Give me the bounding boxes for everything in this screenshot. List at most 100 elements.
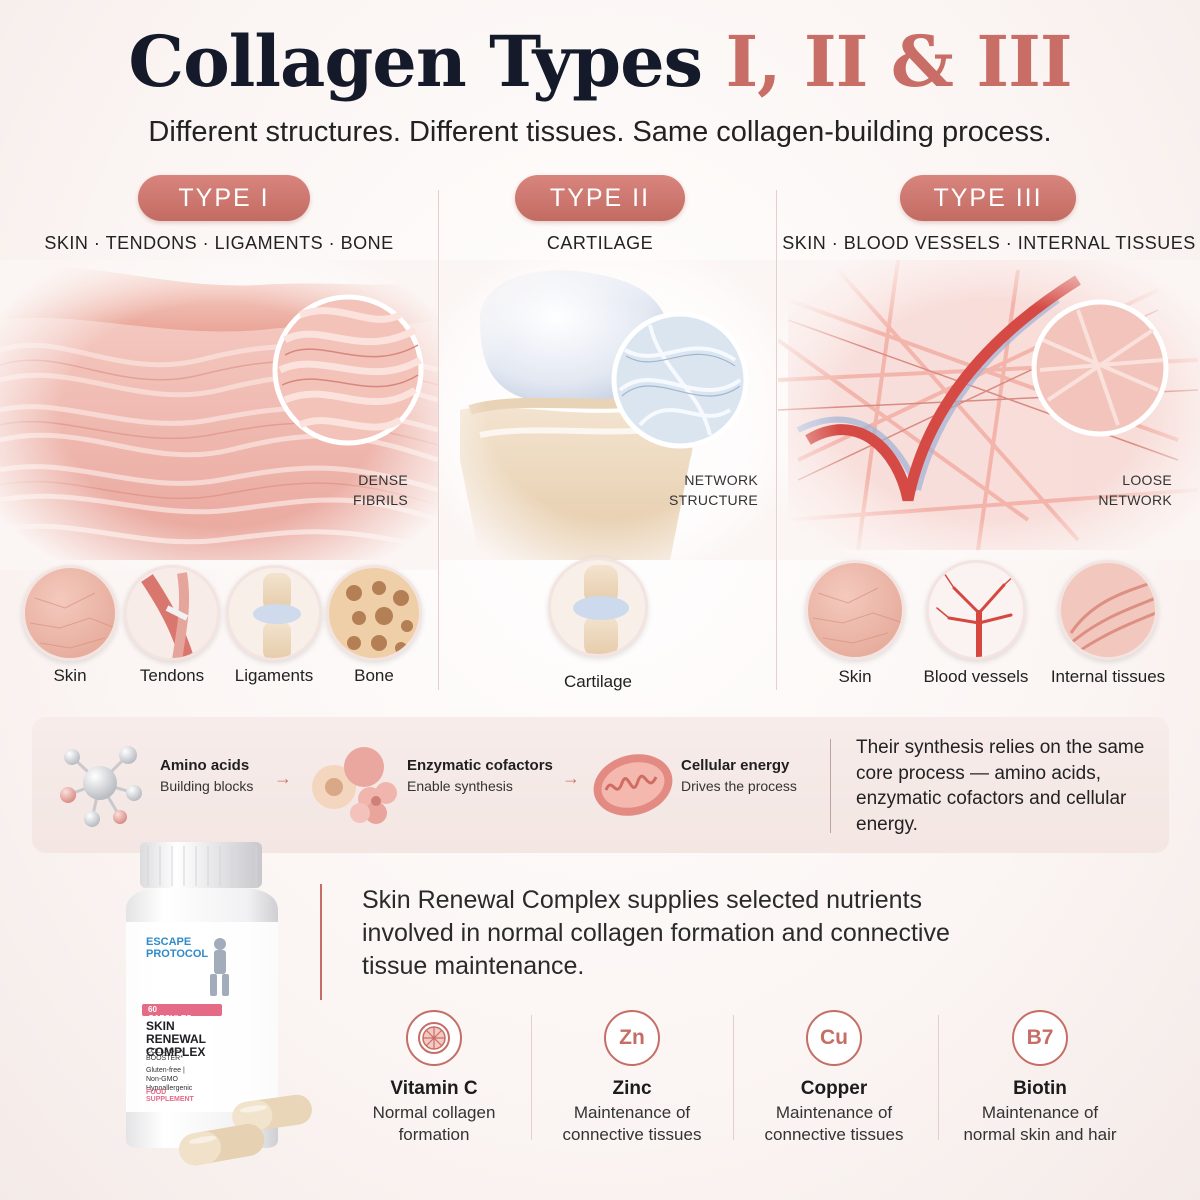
- thumb-label-bone: Bone: [354, 666, 394, 685]
- citrus-slice-icon: [406, 1010, 462, 1066]
- mitochondrion-icon: [593, 754, 673, 816]
- process-divider: [830, 739, 831, 833]
- dense-fibrils-illustration: [0, 260, 438, 570]
- zoom-label-line: NETWORK: [684, 472, 758, 488]
- arrow-right-icon: →: [562, 768, 580, 788]
- panel-divider: [438, 190, 439, 690]
- arrow-right-icon: →: [274, 768, 292, 788]
- brand-line: PROTOCOL: [146, 948, 209, 960]
- type-1-tissues: SKIN · TENDONS · LIGAMENTS · BONE: [44, 233, 394, 253]
- product-tagline: COLLAGEN BOOSTER*: [146, 1048, 185, 1062]
- step-energy-desc: Drives the process: [681, 778, 797, 794]
- title-accent: I, II & III: [725, 20, 1072, 103]
- amino-acid-molecule-icon: [60, 746, 142, 827]
- thumb-label-skin: Skin: [838, 667, 872, 686]
- type-2-panel: TYPE II CARTILAGE NETWORK STRUCTURE Cart…: [440, 175, 776, 695]
- zoom-label-line: DENSE: [358, 472, 408, 488]
- nutrient-vitamin-c: Vitamin C Normal collagen formation: [334, 1010, 534, 1146]
- nutrient-desc-line: normal skin and hair: [963, 1125, 1117, 1144]
- blood-vessels-thumbnail: [926, 560, 1026, 660]
- biotin-symbol-badge: B7: [1012, 1010, 1068, 1066]
- brand-name: ESCAPE PROTOCOL: [146, 936, 208, 960]
- page-subtitle: Different structures. Different tissues.…: [148, 116, 1052, 148]
- nutrient-biotin: B7 Biotin Maintenance of normal skin and…: [940, 1010, 1140, 1146]
- nutrient-divider: [531, 1015, 532, 1140]
- loose-network-illustration: [778, 260, 1200, 560]
- step-cofactors-title: Enzymatic cofactors: [407, 757, 553, 774]
- cartilage-joint-illustration: [440, 260, 776, 560]
- thumb-label-internal-tissues: Internal tissues: [1050, 667, 1166, 686]
- product-category: FOOD SUPPLEMENT: [146, 1089, 194, 1103]
- nutrient-desc-line: Maintenance of: [775, 1103, 893, 1122]
- skin-thumbnail: [805, 560, 905, 660]
- nutrient-desc-line: Maintenance of: [981, 1103, 1099, 1122]
- nutrient-name: Copper: [800, 1078, 868, 1099]
- nutrient-divider: [938, 1015, 939, 1140]
- nutrient-divider: [733, 1015, 734, 1140]
- nutrient-name: Zinc: [612, 1078, 652, 1099]
- product-info-text: Skin Renewal Complex supplies selected n…: [362, 886, 950, 980]
- capsule-count: 60 CAPSULES: [148, 1005, 192, 1023]
- type-3-zoom-label: LOOSE NETWORK: [1078, 470, 1172, 510]
- nutrient-desc: Maintenance of normal skin and hair: [940, 1102, 1140, 1146]
- step-amino-acids-desc: Building blocks: [160, 778, 254, 794]
- zoom-label-line: LOOSE: [1122, 472, 1172, 488]
- type-3-panel: TYPE III SKIN · BLOOD VESSELS · INTERNAL…: [778, 175, 1200, 695]
- claims-line: Hypoallergenic: [146, 1085, 193, 1092]
- nutrient-desc-line: formation: [398, 1125, 470, 1144]
- type-3-badge: TYPE III: [900, 175, 1076, 221]
- page-title: Collagen Types I, II & III: [0, 20, 1200, 103]
- panel-divider: [776, 190, 777, 690]
- nutrient-desc: Maintenance of connective tissues: [532, 1102, 732, 1146]
- nutrient-desc-line: connective tissues: [764, 1125, 904, 1144]
- type-3-tissues: SKIN · BLOOD VESSELS · INTERNAL TISSUES: [782, 233, 1196, 253]
- product-name-line: SKIN RENEWAL: [146, 1019, 206, 1046]
- nutrient-desc-line: Maintenance of: [573, 1103, 691, 1122]
- info-accent-bar: [320, 884, 322, 1000]
- type-2-badge: TYPE II: [515, 175, 685, 221]
- type-1-badge: TYPE I: [138, 175, 310, 221]
- product-claims: Gluten-free | Non-GMO Hypoallergenic: [146, 1066, 192, 1093]
- step-cofactors-desc: Enable synthesis: [407, 778, 513, 794]
- skin-thumbnail: [22, 565, 118, 661]
- thumb-label-blood-vessels: Blood vessels: [923, 667, 1029, 686]
- type-1-panel: TYPE I SKIN · TENDONS · LIGAMENTS · BONE: [0, 175, 438, 695]
- nutrient-name: Vitamin C: [390, 1078, 478, 1099]
- thumb-label-skin: Skin: [53, 666, 87, 685]
- title-main: Collagen Types: [128, 20, 703, 103]
- nutrient-zinc: Zn Zinc Maintenance of connective tissue…: [532, 1010, 732, 1146]
- synthesis-process-strip: Amino acids Building blocks → Enzymatic …: [32, 717, 1169, 853]
- copper-symbol-badge: Cu: [806, 1010, 862, 1066]
- brand-line: ESCAPE: [146, 936, 192, 948]
- nutrient-desc-line: connective tissues: [562, 1125, 702, 1144]
- type-2-zoom-label: NETWORK STRUCTURE: [650, 470, 758, 510]
- nutrient-name: Biotin: [1013, 1078, 1067, 1099]
- ligaments-thumbnail: [226, 565, 322, 661]
- thumb-label-ligaments: Ligaments: [234, 666, 314, 685]
- zoom-label-line: FIBRILS: [352, 492, 408, 508]
- product-name: SKIN RENEWAL COMPLEX: [146, 1020, 206, 1059]
- zoom-label-line: STRUCTURE: [668, 492, 758, 508]
- claims-line: Gluten-free | Non-GMO: [146, 1067, 185, 1083]
- type-1-zoom-label: DENSE FIBRILS: [320, 470, 408, 510]
- nutrient-desc: Maintenance of connective tissues: [734, 1102, 934, 1146]
- nutrient-copper: Cu Copper Maintenance of connective tiss…: [734, 1010, 934, 1146]
- capsules-icon: [179, 1094, 312, 1166]
- enzyme-cofactor-icon: [312, 747, 397, 824]
- nutrient-desc: Normal collagen formation: [334, 1102, 534, 1146]
- thumb-label-cartilage: Cartilage: [563, 672, 633, 691]
- product-name-line: COMPLEX: [146, 1045, 206, 1059]
- tendons-thumbnail: [124, 565, 220, 661]
- type-2-tissues: CARTILAGE: [546, 233, 654, 253]
- cartilage-thumbnail: [548, 557, 648, 657]
- zoom-label-line: NETWORK: [1098, 492, 1172, 508]
- zinc-symbol-badge: Zn: [604, 1010, 660, 1066]
- bone-thumbnail: [326, 565, 422, 661]
- step-energy-title: Cellular energy: [681, 757, 790, 774]
- nutrient-desc-line: Normal collagen: [372, 1103, 496, 1122]
- step-amino-acids-title: Amino acids: [160, 757, 250, 774]
- thumb-label-tendons: Tendons: [139, 666, 205, 685]
- internal-tissues-thumbnail: [1058, 560, 1158, 660]
- process-note: Their synthesis relies on the same core …: [856, 737, 1145, 835]
- bottle-shape: [126, 842, 278, 1148]
